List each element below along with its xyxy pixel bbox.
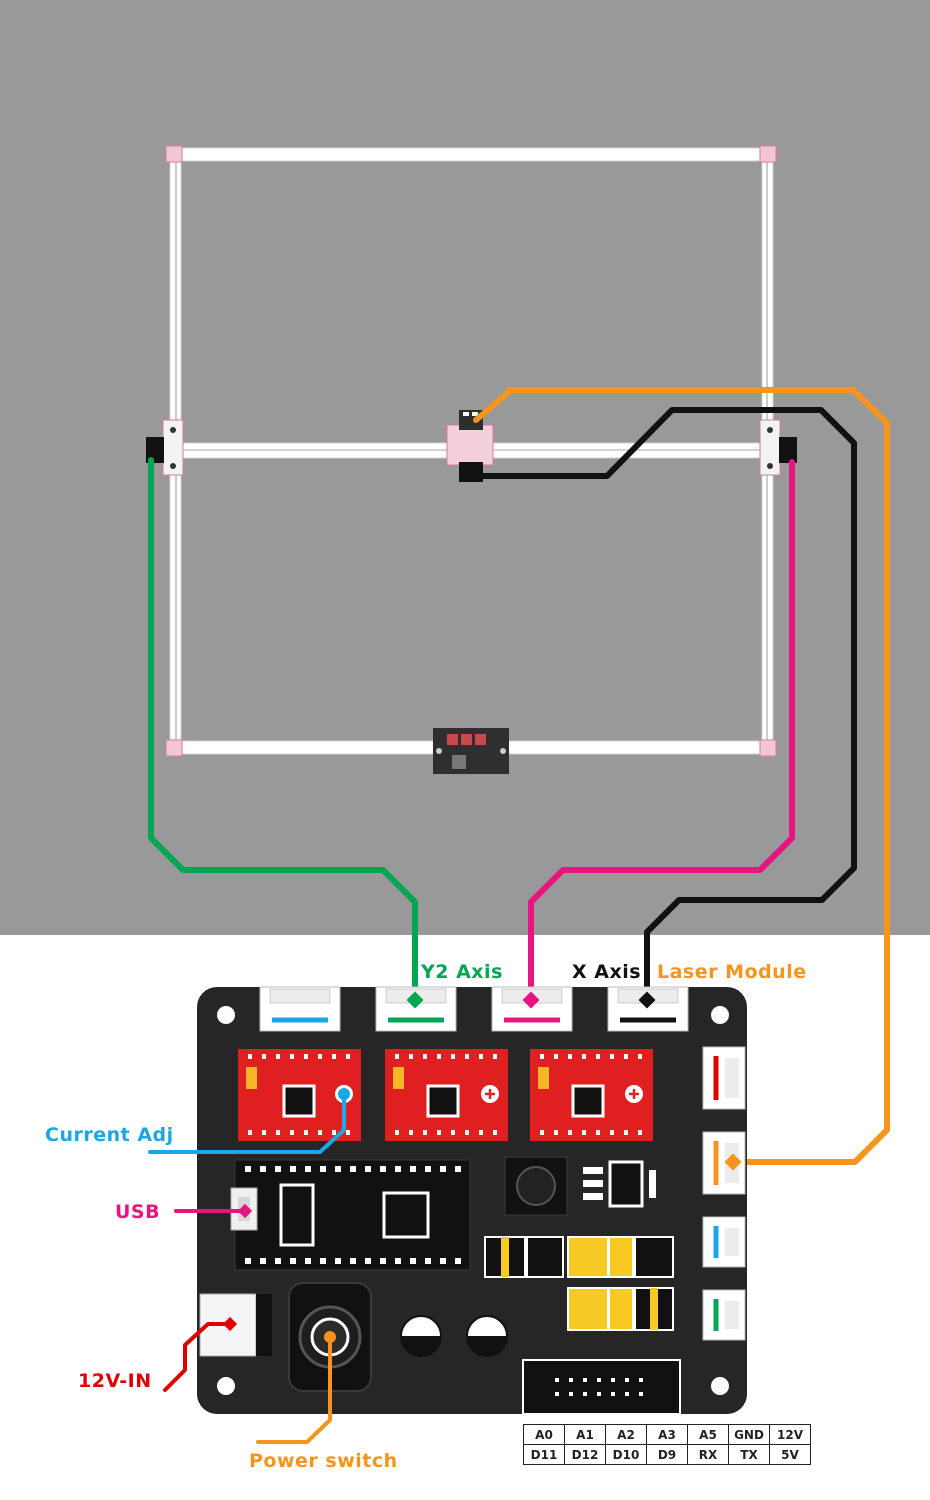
- y2-motor: [779, 437, 797, 463]
- label-laser-module: Laser Module: [657, 961, 807, 983]
- wire-x-axis: [480, 407, 857, 1003]
- pin-cell: A5: [687, 1424, 729, 1445]
- label-12v-in: 12V-IN: [78, 1370, 152, 1392]
- microcontroller-module: [234, 1159, 471, 1271]
- control-board: [197, 986, 747, 1415]
- voltage-regulator: [608, 1160, 644, 1208]
- motor-connector-2: [375, 986, 457, 1032]
- x-motor: [459, 462, 483, 482]
- leader-12v-in: [163, 1322, 232, 1392]
- side-connector-4: [702, 1289, 746, 1341]
- side-connector-3: [702, 1216, 746, 1268]
- y1-motor: [146, 437, 164, 463]
- corner-bracket: [165, 739, 183, 757]
- pin-cell: A2: [605, 1424, 647, 1445]
- mount-hole: [217, 1377, 235, 1395]
- corner-bracket: [759, 145, 777, 163]
- wire-y2-axis: [148, 457, 418, 1003]
- expansion-header: [522, 1359, 681, 1415]
- mount-hole: [711, 1006, 729, 1024]
- mount-hole: [217, 1006, 235, 1024]
- mount-hole: [711, 1377, 729, 1395]
- pin-cell: TX: [728, 1444, 770, 1465]
- label-y2-axis: Y2 Axis: [420, 961, 503, 983]
- pin-table-row: D11 D12 D10 D9 RX TX 5V: [523, 1444, 811, 1465]
- engraver-frame: [146, 145, 797, 774]
- corner-bracket: [165, 145, 183, 163]
- wires: [148, 387, 890, 1165]
- pin-table: A0 A1 A2 A3 A5 GND 12V D11 D12 D10 D9 RX…: [523, 1424, 811, 1465]
- stepper-driver-2: [385, 1049, 508, 1141]
- wire-y1-axis: [528, 459, 795, 1003]
- leader-current-adj: [148, 1092, 346, 1154]
- frame-top-rail: [167, 147, 776, 162]
- pin-cell: D11: [523, 1444, 565, 1465]
- pin-cell: 12V: [769, 1424, 811, 1445]
- side-connector-1: [702, 1046, 746, 1110]
- pin-cell: A0: [523, 1424, 565, 1445]
- smd-components: [484, 1236, 674, 1331]
- pin-cell: GND: [728, 1424, 770, 1445]
- motor-connector-1: [259, 986, 341, 1032]
- label-x-axis: X Axis: [572, 961, 641, 983]
- pin-table-row: A0 A1 A2 A3 A5 GND 12V: [523, 1424, 811, 1445]
- label-current-adj: Current Adj: [45, 1124, 174, 1146]
- stepper-driver-3: [530, 1049, 653, 1141]
- pin-cell: D10: [605, 1444, 647, 1465]
- leader-power-switch: [256, 1335, 332, 1444]
- pin-cell: A1: [564, 1424, 606, 1445]
- pin-cell: RX: [687, 1444, 729, 1465]
- wire-laser-module: [473, 387, 890, 1165]
- callout-leaders: [148, 1092, 346, 1444]
- pin-cell: A3: [646, 1424, 688, 1445]
- laser-carriage: [446, 424, 494, 466]
- label-usb: USB: [115, 1201, 160, 1223]
- pin-cell: 5V: [769, 1444, 811, 1465]
- pin-cell: D12: [564, 1444, 606, 1465]
- label-power-switch: Power switch: [249, 1450, 398, 1472]
- pin-cell: D9: [646, 1444, 688, 1465]
- corner-bracket: [759, 739, 777, 757]
